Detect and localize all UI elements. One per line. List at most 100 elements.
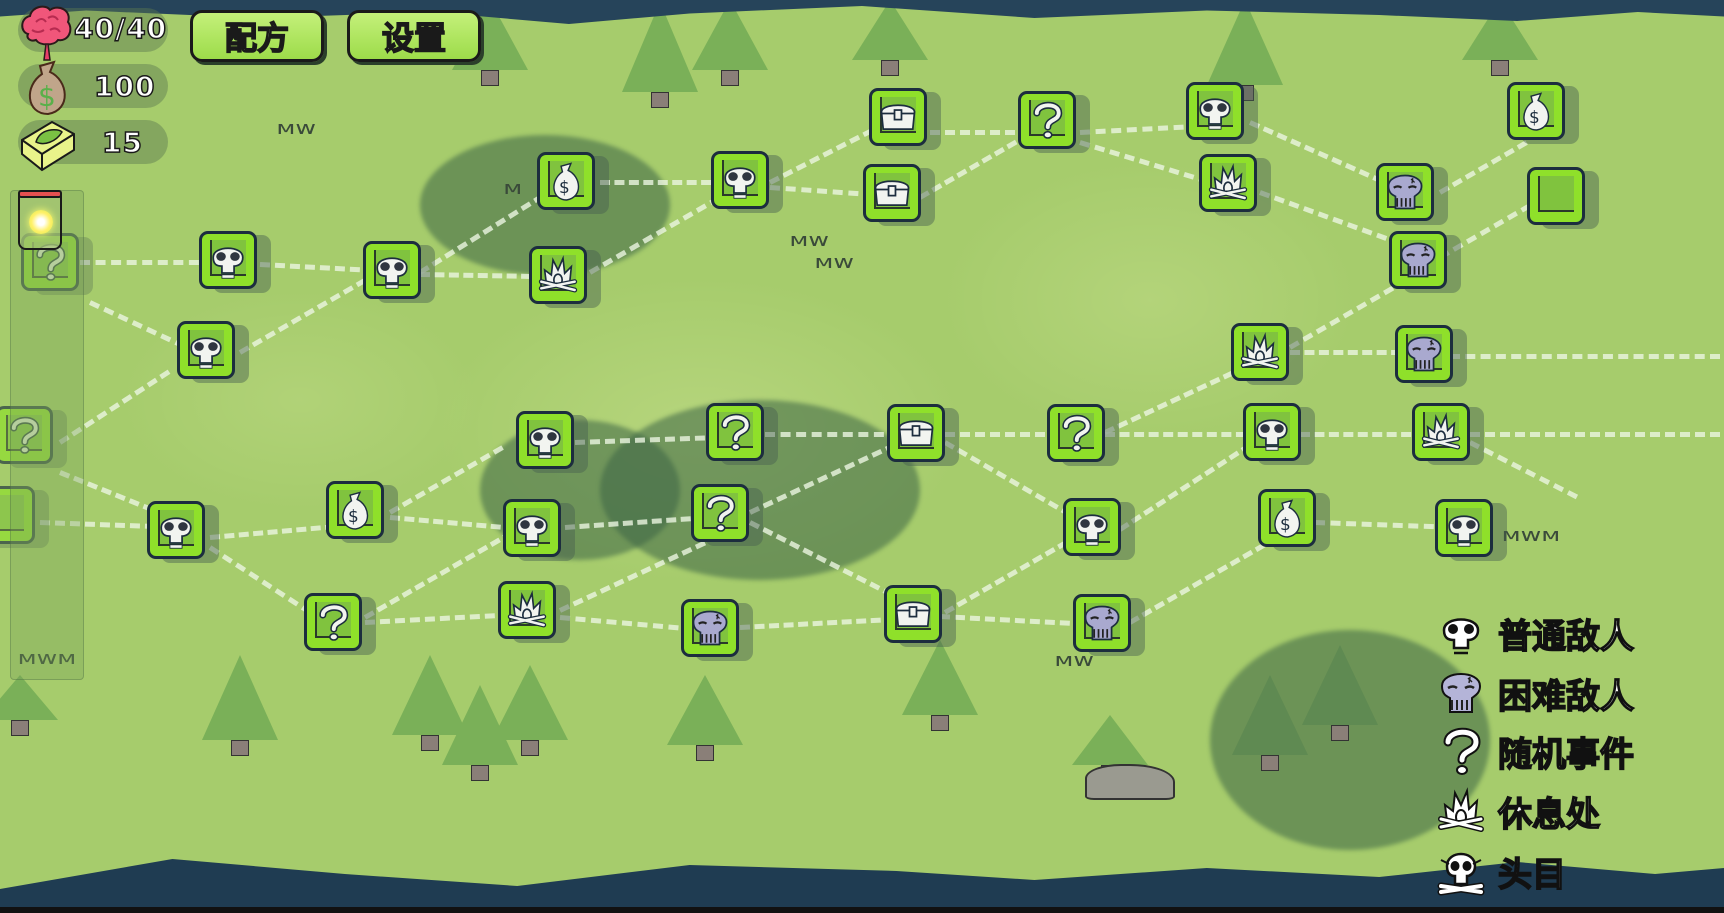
hard-skull-icon bbox=[1404, 331, 1444, 377]
settings-button[interactable]: 设置 bbox=[347, 10, 481, 62]
boss-skull-crossbones-icon bbox=[1436, 846, 1486, 896]
money-bag-icon: $ bbox=[547, 159, 585, 203]
normal-skull-icon bbox=[156, 509, 196, 551]
map-node-shop[interactable]: $ bbox=[1258, 489, 1316, 547]
map-node-chest[interactable] bbox=[887, 404, 945, 462]
map-node-event[interactable] bbox=[706, 403, 764, 461]
map-node-hard[interactable] bbox=[681, 599, 739, 657]
question-mark-icon bbox=[1058, 411, 1094, 455]
map-node-hard[interactable] bbox=[1389, 231, 1447, 289]
map-node-enemy[interactable] bbox=[503, 499, 561, 557]
normal-skull-icon bbox=[1072, 506, 1112, 548]
hard-skull-icon bbox=[1436, 668, 1486, 718]
map-node-hard[interactable] bbox=[1073, 594, 1131, 652]
legend-label: 随机事件 bbox=[1497, 734, 1635, 776]
map-node-rest[interactable] bbox=[498, 581, 556, 639]
recipe-button[interactable]: 配方 bbox=[190, 10, 324, 62]
grass-tuft: ᴍ bbox=[503, 178, 523, 199]
map-path bbox=[1128, 535, 1279, 625]
brain-icon bbox=[18, 4, 74, 61]
map-node-hard[interactable] bbox=[1376, 163, 1434, 221]
map-node-enemy[interactable] bbox=[147, 501, 205, 559]
map-node-unknown[interactable] bbox=[1527, 167, 1585, 225]
map-path bbox=[1438, 140, 1528, 195]
map-node-enemy[interactable] bbox=[1435, 499, 1493, 557]
map-node-rest[interactable] bbox=[1412, 403, 1470, 461]
hard-skull-icon bbox=[1385, 169, 1425, 215]
grass-tuft: ᴍᴡ bbox=[1054, 650, 1094, 671]
map-path bbox=[1290, 350, 1430, 355]
treasure-chest-icon bbox=[872, 175, 912, 211]
normal-skull-icon bbox=[1436, 608, 1486, 658]
map-node-enemy[interactable] bbox=[1243, 403, 1301, 461]
legend-item-random-event: 随机事件 bbox=[1436, 726, 1635, 776]
map-path bbox=[363, 530, 514, 620]
map-node-enemy[interactable] bbox=[177, 321, 235, 379]
map-node-chest[interactable] bbox=[863, 164, 921, 222]
leaves-value: 15 bbox=[101, 125, 143, 160]
legend-item-hard-enemy: 困难敌人 bbox=[1436, 668, 1635, 718]
money-bag-icon: $ bbox=[336, 488, 374, 532]
money-bag-icon: $ bbox=[20, 56, 74, 118]
svg-text:$: $ bbox=[559, 177, 570, 197]
map-path bbox=[238, 270, 380, 355]
map-node-event[interactable] bbox=[1047, 404, 1105, 462]
normal-skull-icon bbox=[1252, 411, 1292, 453]
map-node-event[interactable] bbox=[691, 484, 749, 542]
question-mark-icon bbox=[315, 600, 351, 644]
money-bag-icon: $ bbox=[1268, 496, 1306, 540]
map-node-rest[interactable] bbox=[1231, 323, 1289, 381]
item-sidebar bbox=[10, 190, 84, 680]
map-node-enemy[interactable] bbox=[363, 241, 421, 299]
question-mark-icon bbox=[717, 410, 753, 454]
grass-tuft: ᴍᴡ bbox=[276, 118, 316, 139]
map-node-enemy[interactable] bbox=[1063, 498, 1121, 556]
normal-skull-icon bbox=[1444, 507, 1484, 549]
map-node-shop[interactable]: $ bbox=[326, 481, 384, 539]
legend-item-normal-enemy: 普通敌人 bbox=[1436, 608, 1635, 658]
question-mark-icon bbox=[1029, 98, 1065, 142]
map-path bbox=[1300, 432, 1440, 437]
map-node-enemy[interactable] bbox=[516, 411, 574, 469]
money-bag-icon: $ bbox=[1517, 89, 1555, 133]
normal-skull-icon bbox=[1195, 90, 1235, 132]
map-path bbox=[765, 432, 915, 437]
map-node-chest[interactable] bbox=[869, 88, 927, 146]
legend-label: 困难敌人 bbox=[1497, 676, 1635, 718]
sun-glow bbox=[29, 210, 53, 234]
legend-label: 头目 bbox=[1497, 854, 1567, 896]
hard-skull-icon bbox=[1398, 237, 1438, 283]
screen-edge bbox=[0, 907, 1724, 913]
hard-skull-icon bbox=[1082, 600, 1122, 646]
map-node-enemy[interactable] bbox=[1186, 82, 1244, 140]
map-node-enemy[interactable] bbox=[199, 231, 257, 289]
svg-text:$: $ bbox=[38, 80, 56, 113]
map-path bbox=[945, 432, 1075, 437]
normal-skull-icon bbox=[186, 329, 226, 371]
jar-lid bbox=[18, 190, 62, 198]
map-node-event[interactable] bbox=[304, 593, 362, 651]
map-path bbox=[600, 180, 740, 185]
normal-skull-icon bbox=[512, 507, 552, 549]
map-node-rest[interactable] bbox=[529, 246, 587, 304]
treasure-chest-icon bbox=[896, 415, 936, 451]
normal-skull-icon bbox=[525, 419, 565, 461]
map-node-rest[interactable] bbox=[1199, 154, 1257, 212]
map-path bbox=[1248, 120, 1398, 190]
question-mark-icon bbox=[702, 491, 738, 535]
map-node-hard[interactable] bbox=[1395, 325, 1453, 383]
sun-jar-icon[interactable] bbox=[18, 190, 62, 250]
treasure-chest-icon bbox=[878, 99, 918, 135]
map-node-event[interactable] bbox=[0, 406, 53, 464]
map-node-unknown[interactable] bbox=[0, 486, 35, 544]
legend-item-rest-site: 休息处 bbox=[1436, 786, 1601, 836]
legend-label: 普通敌人 bbox=[1497, 616, 1635, 658]
map-node-chest[interactable] bbox=[884, 585, 942, 643]
map-node-shop[interactable]: $ bbox=[537, 152, 595, 210]
map-node-shop[interactable]: $ bbox=[1507, 82, 1565, 140]
map-node-enemy[interactable] bbox=[711, 151, 769, 209]
legend-label: 休息处 bbox=[1497, 794, 1601, 836]
map-node-event[interactable] bbox=[1018, 91, 1076, 149]
map-path bbox=[80, 260, 230, 265]
